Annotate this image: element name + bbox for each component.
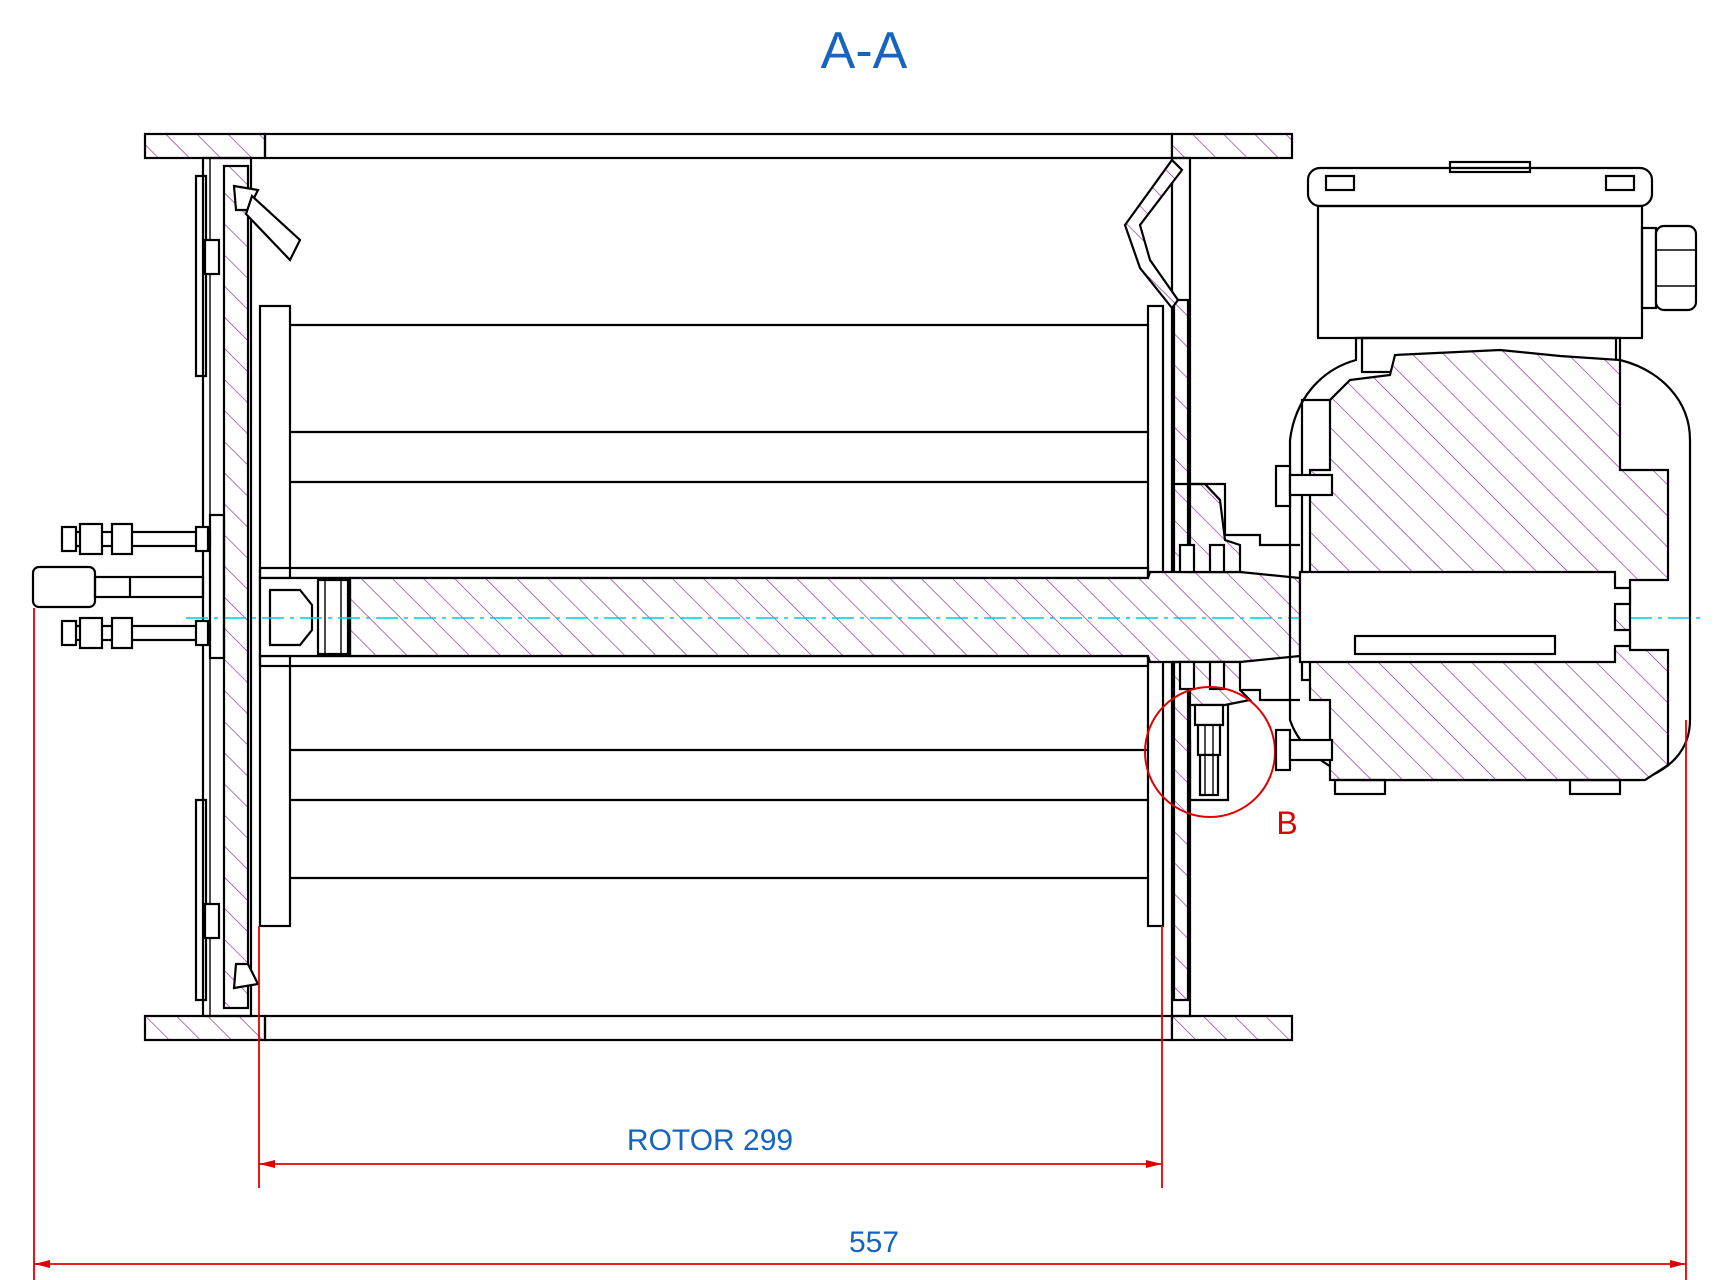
gear-motor	[1274, 160, 1698, 796]
rotor-shaft	[258, 566, 1302, 668]
rotor-dimension	[258, 926, 1163, 1188]
left-end-cover	[194, 156, 302, 1018]
top-flange	[143, 132, 1294, 160]
overall-dimension-label: 557	[849, 1226, 899, 1259]
right-bearing-housing	[1172, 482, 1300, 802]
detail-b-label: B	[1276, 805, 1297, 841]
bottom-flange	[143, 1014, 1294, 1042]
rotor-dimension-label: ROTOR 299	[627, 1124, 793, 1157]
left-adjuster-assembly	[31, 513, 226, 660]
view-title: A-A	[821, 22, 908, 80]
overall-dimension	[33, 608, 1687, 1280]
rotor-blades	[290, 323, 1148, 880]
